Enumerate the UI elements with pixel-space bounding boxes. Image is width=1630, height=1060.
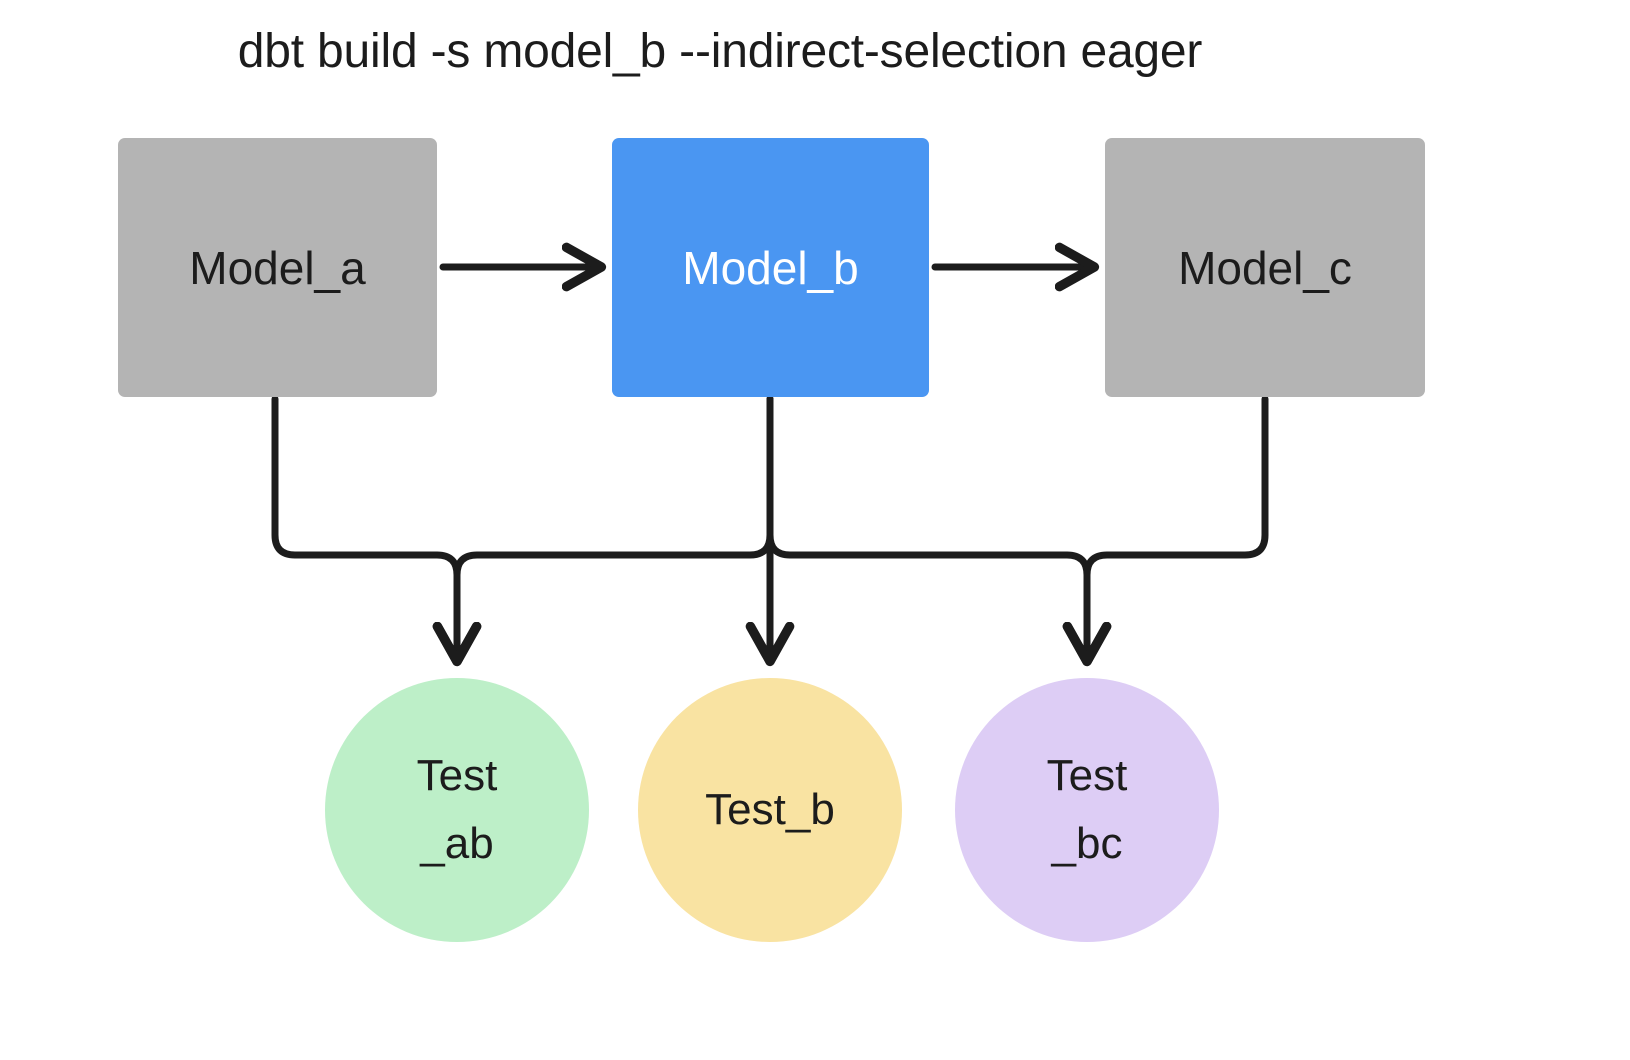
node-test-ab-label-line1: Test: [416, 750, 498, 800]
node-model-b[interactable]: Model_b: [612, 138, 929, 397]
edge-model-b-to-test-bc: [766, 395, 1087, 660]
node-test-b[interactable]: Test_b: [638, 678, 902, 942]
node-test-b-label-line1: Test_b: [705, 784, 835, 834]
node-model-c-label: Model_c: [1178, 241, 1352, 294]
node-model-c[interactable]: Model_c: [1105, 138, 1425, 397]
node-test-bc[interactable]: Test _bc: [955, 678, 1219, 942]
edge-model-c-to-test-bc: [1087, 395, 1269, 660]
node-model-a[interactable]: Model_a: [118, 138, 437, 397]
diagram-title: dbt build -s model_b --indirect-selectio…: [237, 25, 1203, 78]
edge-model-a-to-test-ab: [271, 395, 457, 660]
node-model-b-label: Model_b: [682, 241, 859, 294]
node-test-ab[interactable]: Test _ab: [325, 678, 589, 942]
node-test-ab-label-line2: _ab: [420, 819, 494, 868]
node-model-a-label: Model_a: [189, 241, 366, 294]
node-test-bc-label-line2: _bc: [1051, 819, 1123, 868]
edge-model-b-to-test-ab: [457, 395, 774, 660]
node-test-bc-label-line1: Test: [1046, 750, 1128, 800]
